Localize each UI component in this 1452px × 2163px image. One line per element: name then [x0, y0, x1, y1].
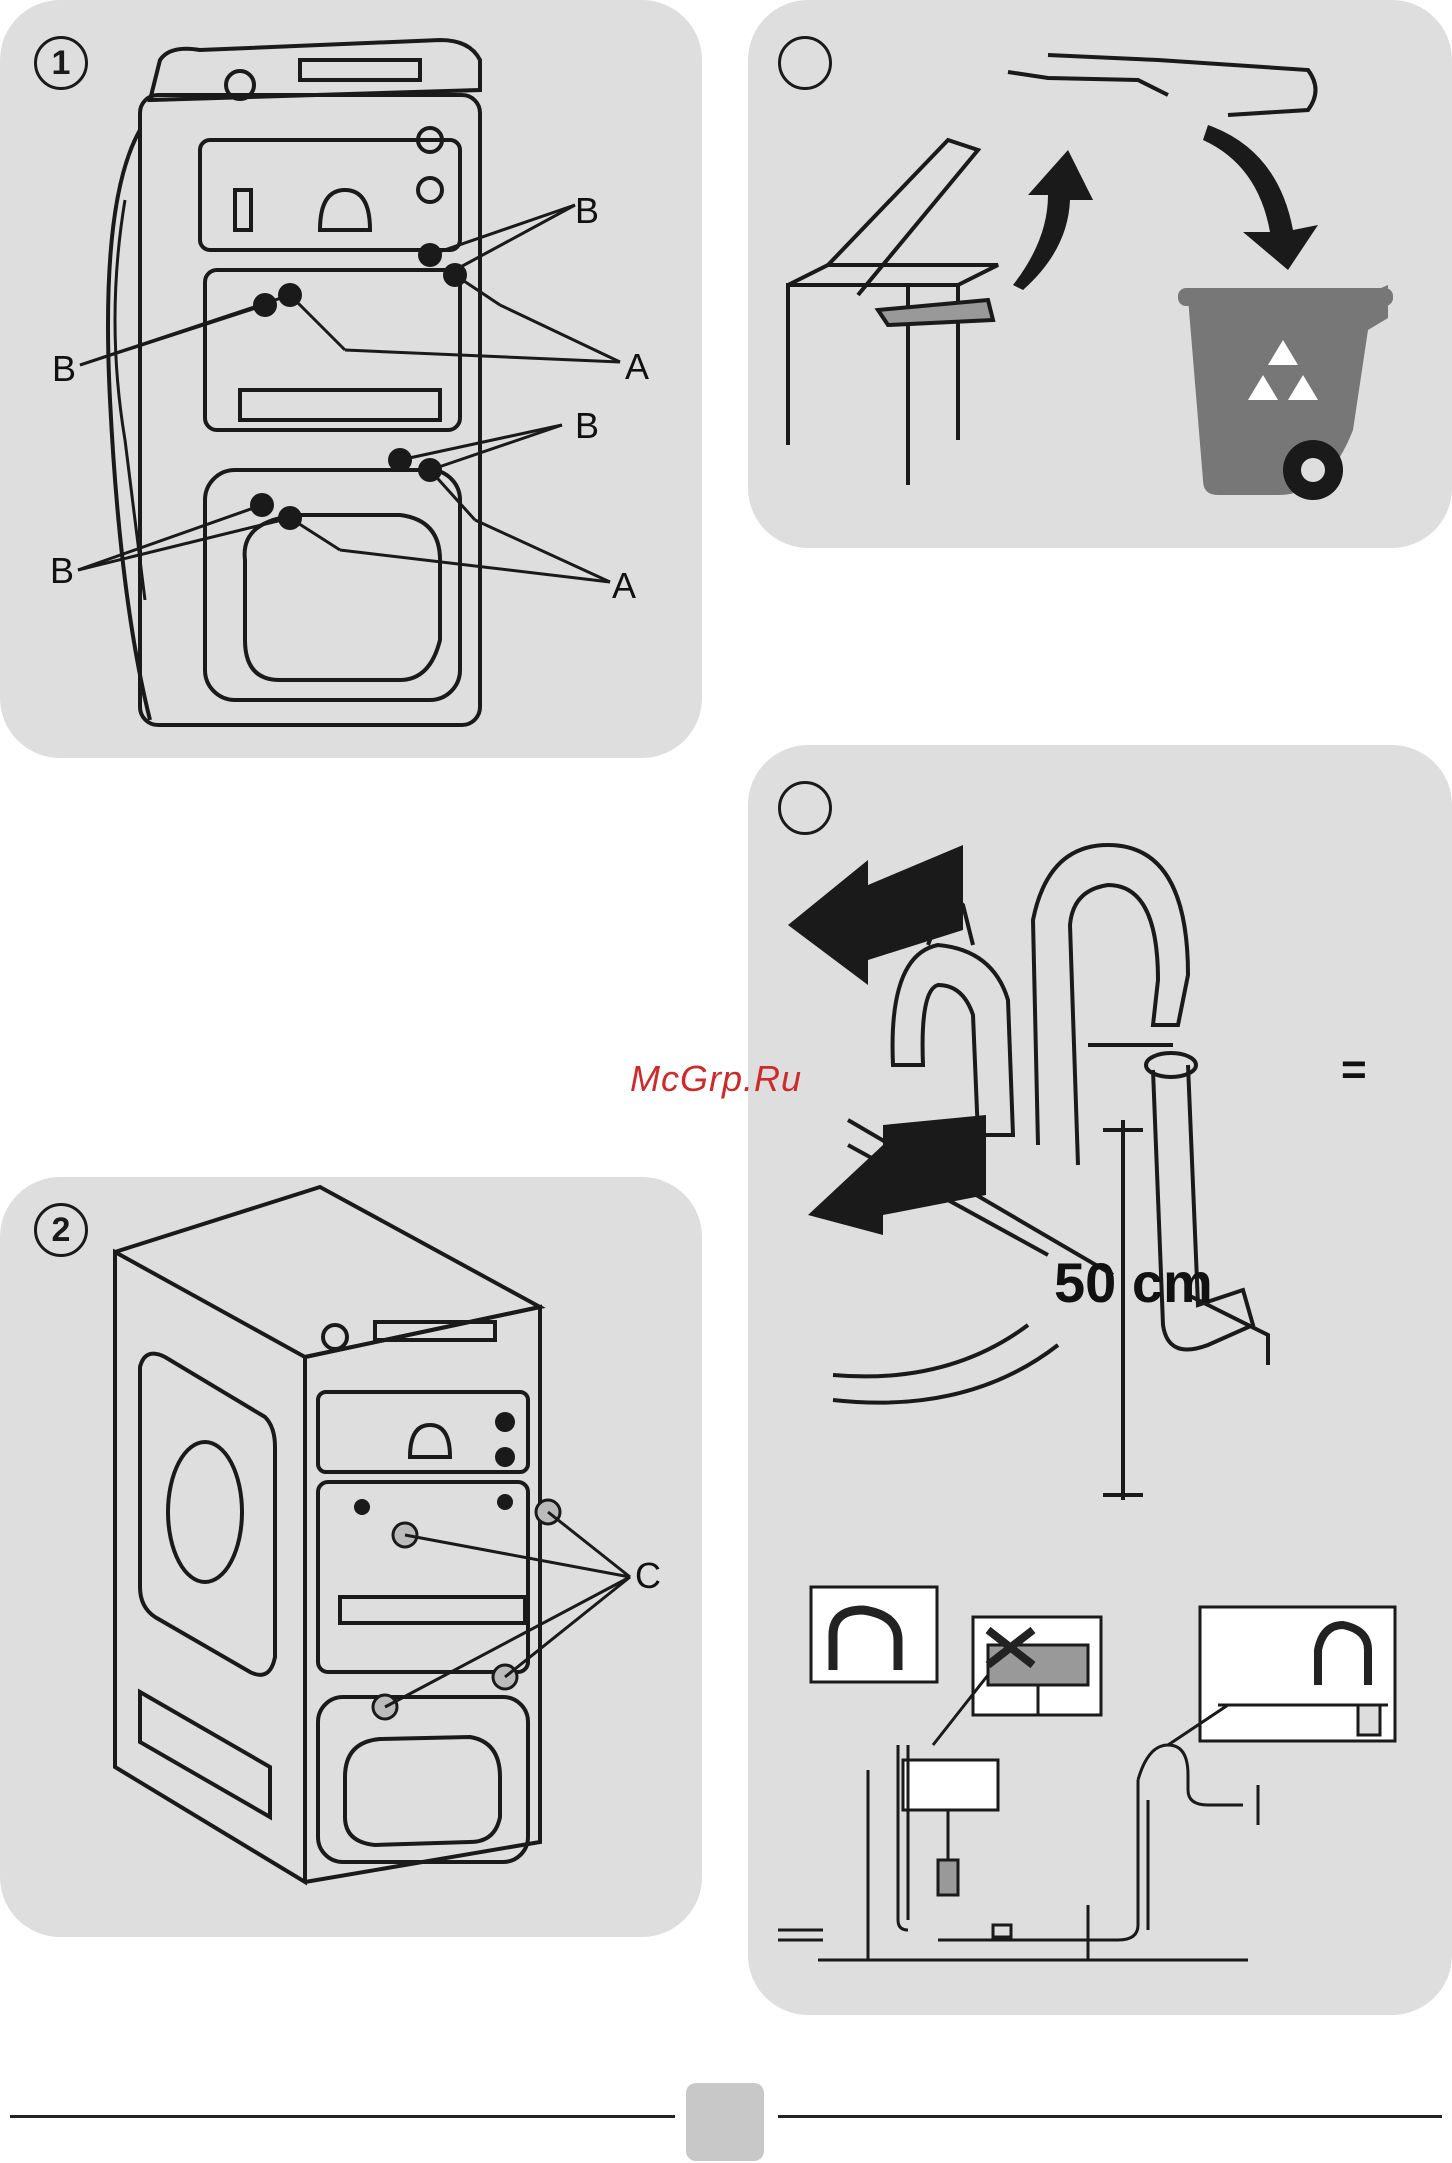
panel-cover-plugs: 2: [0, 1177, 702, 1937]
label-b-left-upper: B: [52, 348, 76, 390]
label-c: C: [635, 1555, 661, 1597]
siphon-diagram: [778, 1587, 1395, 1960]
footer-rule-left: [10, 2115, 675, 2118]
machine-rear-illustration: [0, 0, 702, 758]
drain-hose-illustration: [748, 745, 1452, 2015]
panel-transport-bolts: 1: [0, 0, 702, 758]
recycle-illustration: [748, 0, 1452, 548]
height-50cm-label: 50 cm: [1054, 1250, 1213, 1315]
label-a-upper: A: [625, 346, 649, 388]
machine-three-quarter-illustration: [0, 1177, 702, 1937]
label-a-lower: A: [612, 565, 636, 607]
page-number-tab: [686, 2083, 764, 2161]
equal-sign: =: [1341, 1045, 1367, 1095]
footer-rule-right: [778, 2115, 1442, 2118]
label-b-top-right: B: [575, 190, 599, 232]
label-b-mid-right: B: [575, 405, 599, 447]
panel-drain-hose: 50 cm =: [748, 745, 1452, 2015]
watermark: McGrp.Ru: [630, 1058, 802, 1100]
label-b-left-lower: B: [50, 550, 74, 592]
panel-recycle-packaging: [748, 0, 1452, 548]
